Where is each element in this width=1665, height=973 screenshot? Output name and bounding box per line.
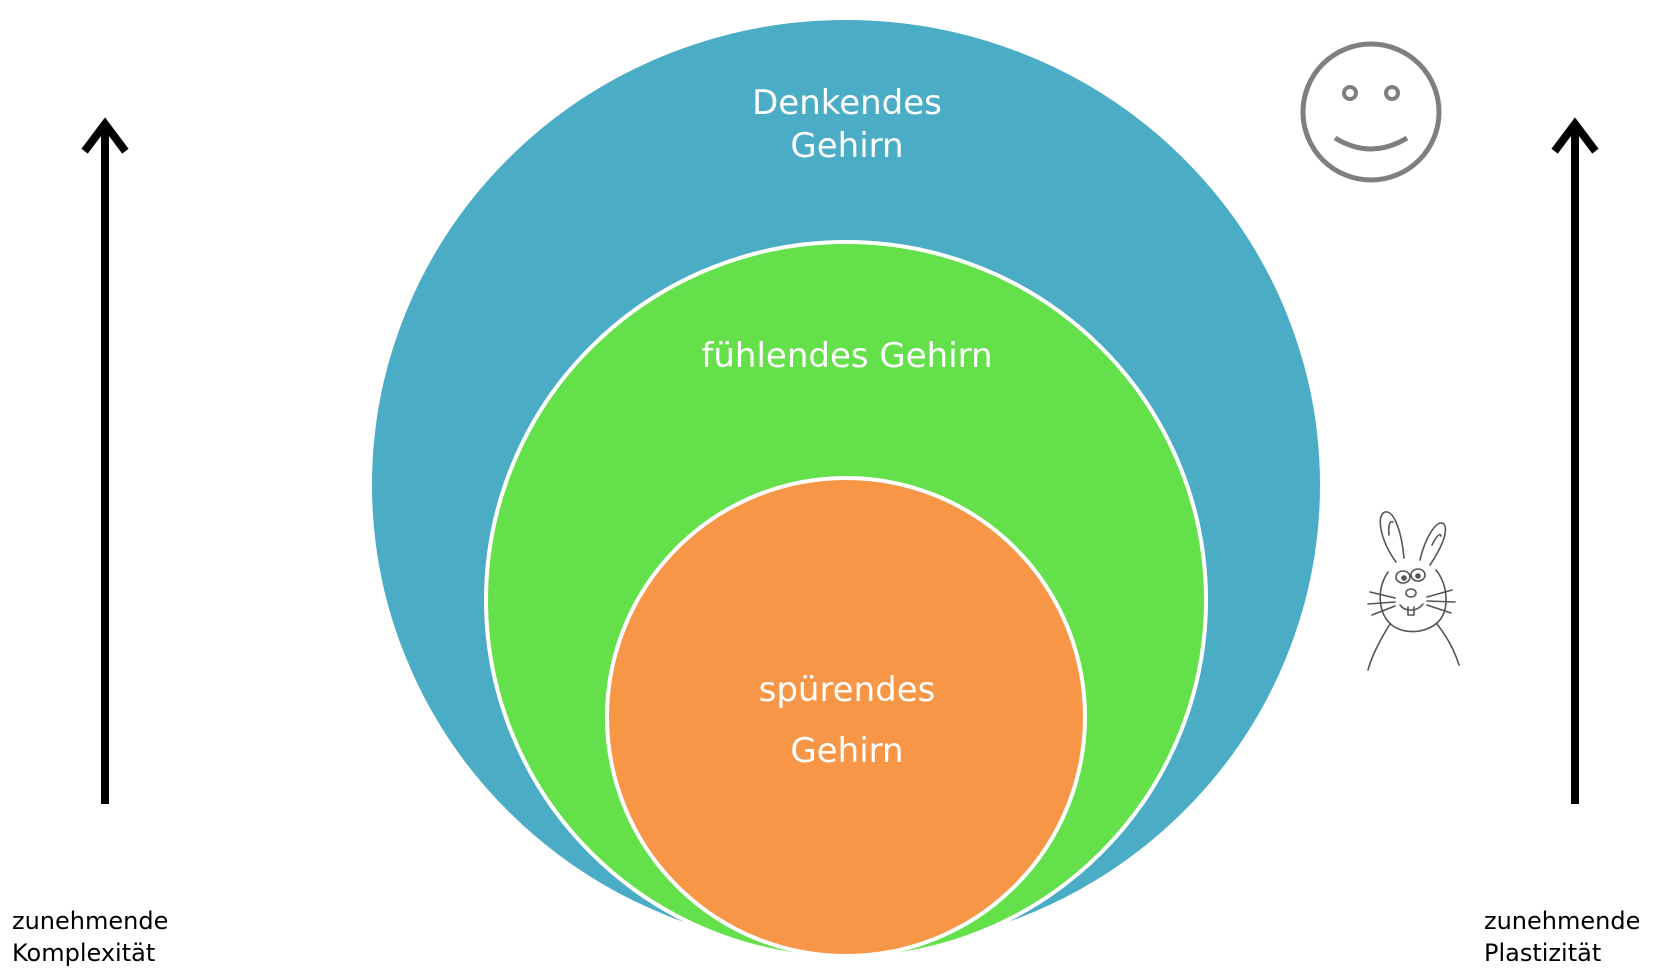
left-up-arrow-icon [81,117,129,804]
inner-circle-sensing-brain [605,476,1087,958]
left-axis-label-line1: zunehmende [12,907,169,935]
right-axis-label-line2: Plastizität [1484,939,1602,967]
inner-circle-label-line2: Gehirn [790,731,903,771]
outer-circle-label-line2: Gehirn [790,126,903,166]
smiley-face-icon [1300,41,1442,183]
rabbit-sketch-icon [1367,511,1460,671]
middle-circle-label: fühlendes Gehirn [701,336,992,376]
outer-circle-label-line1: Denkendes [752,83,942,123]
right-up-arrow-icon [1551,117,1599,804]
right-axis-label: zunehmende Plastizität [1484,905,1640,969]
left-axis-label-line2: Komplexität [12,939,156,967]
right-axis-label-line1: zunehmende [1484,907,1641,935]
inner-circle-label-line1: spürendes [759,670,936,710]
left-axis-label: zunehmende Komplexität [12,905,168,969]
